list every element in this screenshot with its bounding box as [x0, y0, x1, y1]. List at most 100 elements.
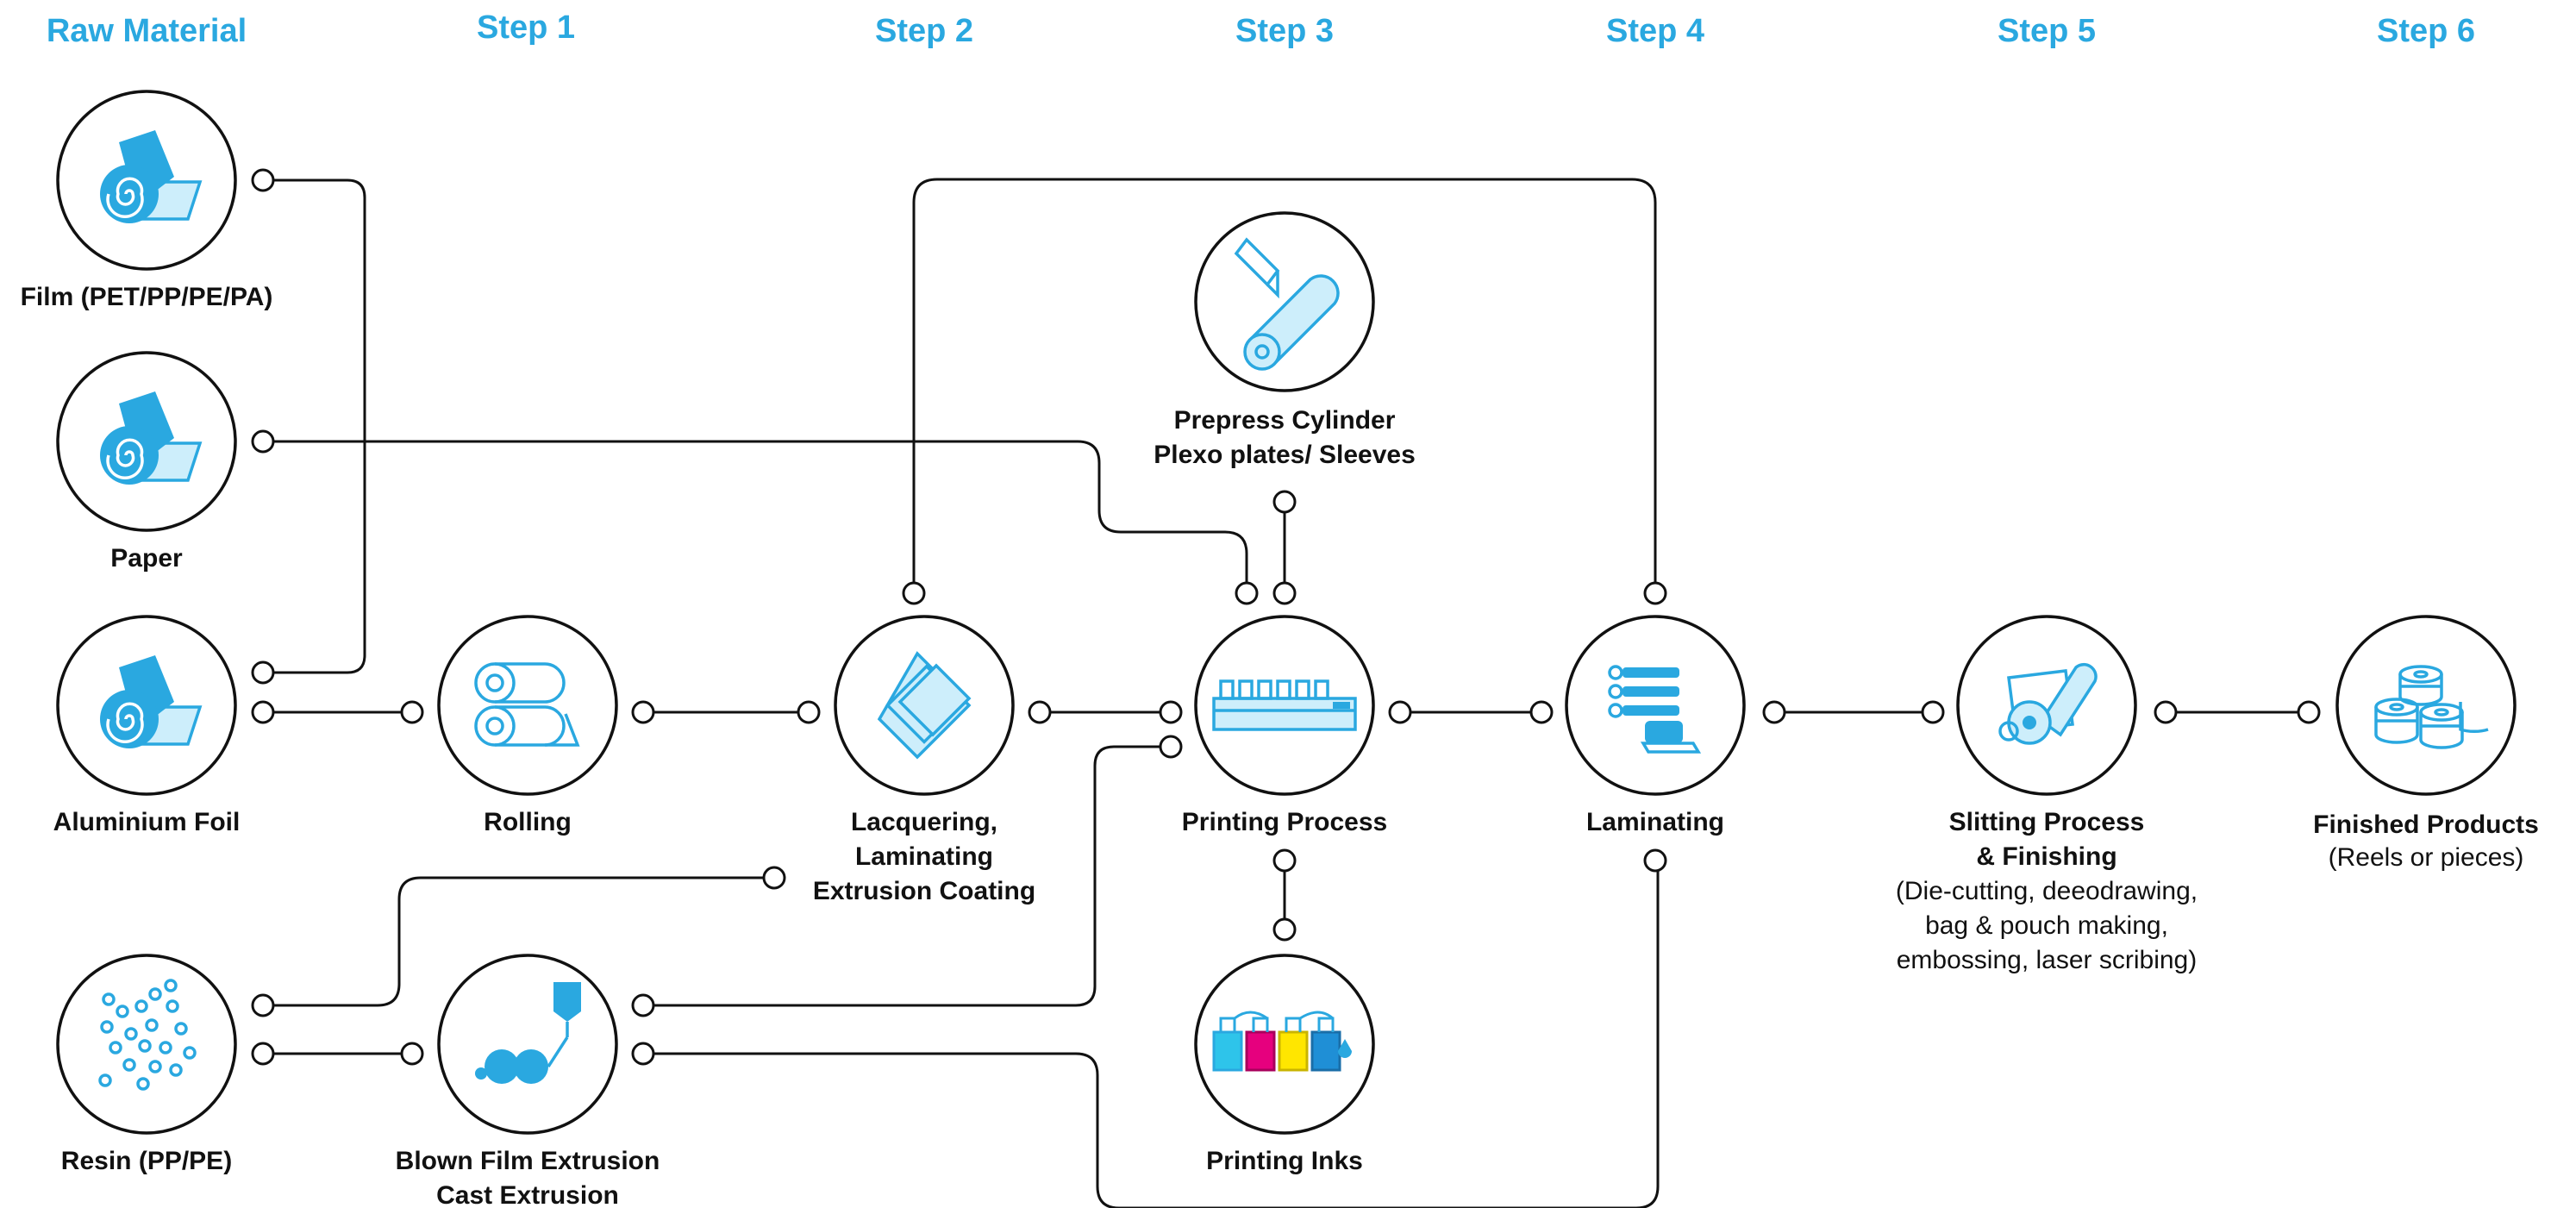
- port: [1529, 700, 1554, 724]
- ports: [251, 168, 2321, 1066]
- printing-press-icon: [1212, 679, 1357, 731]
- stacked-reels-icon: [2374, 665, 2489, 749]
- header-step-3: Step 3: [1235, 13, 1334, 49]
- port: [1272, 581, 1297, 605]
- node-label: Cast Extrusion: [436, 1181, 619, 1208]
- port: [400, 700, 424, 724]
- node-prepress: Prepress Cylinder Plexo plates/ Sleeves: [1154, 211, 1416, 469]
- node-ring: [1956, 615, 2137, 796]
- node-detail: (Reels or pieces): [2329, 843, 2524, 872]
- port: [1272, 917, 1297, 942]
- node-finished-products: Finished Products (Reels or pieces): [2313, 615, 2539, 872]
- port: [1159, 700, 1183, 724]
- node-slitting: Slitting Process & Finishing (Die-cuttin…: [1896, 615, 2198, 974]
- node-detail: embossing, laser scribing): [1897, 946, 2197, 974]
- port: [1235, 581, 1259, 605]
- port: [631, 993, 655, 1017]
- node-ring: [437, 615, 618, 796]
- node-label: Printing Inks: [1206, 1147, 1363, 1175]
- port: [1643, 848, 1667, 873]
- cylinder-pen-icon: [1234, 237, 1340, 371]
- node-label: Prepress Cylinder: [1174, 406, 1396, 435]
- node-label: Finished Products: [2313, 811, 2539, 839]
- node-ring: [1194, 211, 1375, 392]
- node-label: Film (PET/PP/PE/PA): [21, 283, 273, 311]
- node-ring: [437, 954, 618, 1135]
- node-label: Extrusion Coating: [813, 877, 1035, 905]
- node-label: Lacquering,: [851, 808, 997, 836]
- header-raw-material: Raw Material: [47, 13, 247, 49]
- port: [1272, 490, 1297, 514]
- node-detail: (Die-cutting, deeodrawing,: [1896, 877, 2198, 905]
- node-label: Blown Film Extrusion: [396, 1147, 660, 1175]
- port: [251, 700, 275, 724]
- connectors: [263, 178, 2309, 1208]
- connector-film-foil: [263, 178, 366, 674]
- node-label: Laminating: [855, 842, 993, 871]
- node-printing-process: Printing Process: [1182, 615, 1387, 836]
- node-resin: Resin (PP/PE): [56, 954, 237, 1175]
- node-film: Film (PET/PP/PE/PA): [21, 90, 273, 311]
- column-headers: Raw Material Step 1 Step 2 Step 3 Step 4…: [47, 9, 2475, 49]
- node-label: Printing Process: [1182, 808, 1387, 836]
- connector-blown-laminating: [643, 861, 1660, 1208]
- slitting-icon: [1998, 662, 2098, 745]
- port: [631, 1042, 655, 1066]
- connector-paper-printing: [263, 440, 1248, 593]
- node-label: Laminating: [1586, 808, 1724, 836]
- port: [762, 866, 786, 890]
- port: [251, 660, 275, 685]
- node-label: Resin (PP/PE): [61, 1147, 232, 1175]
- port: [2297, 700, 2321, 724]
- extrusion-icon: [475, 982, 581, 1084]
- port: [2154, 700, 2178, 724]
- resin-pellets-icon: [98, 979, 197, 1091]
- port: [400, 1042, 424, 1066]
- node-lacquering: Lacquering, Laminating Extrusion Coating: [813, 615, 1035, 905]
- port: [251, 168, 275, 192]
- node-label: & Finishing: [1976, 842, 2116, 871]
- film-roll-icon: [100, 130, 203, 223]
- node-label: Rolling: [484, 808, 572, 836]
- node-label: Paper: [110, 544, 183, 573]
- port: [1921, 700, 1945, 724]
- header-step-1: Step 1: [477, 9, 575, 46]
- node-blown-film-extrusion: Blown Film Extrusion Cast Extrusion: [396, 954, 660, 1208]
- laminator-icon: [1608, 665, 1702, 754]
- ink-bottles-icon: [1212, 1011, 1352, 1072]
- port: [797, 700, 821, 724]
- node-label: Plexo plates/ Sleeves: [1154, 441, 1416, 469]
- node-ring: [56, 954, 237, 1135]
- node-printing-inks: Printing Inks: [1194, 954, 1375, 1175]
- connector-blown-printing: [643, 745, 1171, 1007]
- node-laminating: Laminating: [1565, 615, 1746, 836]
- port: [902, 581, 926, 605]
- port: [1272, 848, 1297, 873]
- rollers-icon: [474, 662, 580, 747]
- port: [1643, 581, 1667, 605]
- node-aluminium-foil: Aluminium Foil: [53, 615, 241, 836]
- paper-roll-icon: [100, 391, 203, 485]
- node-rolling: Rolling: [437, 615, 618, 836]
- port: [251, 993, 275, 1017]
- node-label: Slitting Process: [1949, 808, 2145, 836]
- foil-roll-icon: [100, 655, 203, 748]
- port: [251, 429, 275, 454]
- node-paper: Paper: [56, 351, 237, 573]
- header-step-2: Step 2: [875, 13, 973, 49]
- port: [251, 1042, 275, 1066]
- connector-lacquering-laminating-top: [912, 178, 1657, 593]
- port: [1159, 735, 1183, 759]
- layers-icon: [877, 651, 972, 760]
- header-step-5: Step 5: [1998, 13, 2096, 49]
- port: [1762, 700, 1786, 724]
- port: [1028, 700, 1052, 724]
- connector-resin-lacquering: [263, 876, 774, 1007]
- port: [631, 700, 655, 724]
- node-label: Aluminium Foil: [53, 808, 241, 836]
- port: [1388, 700, 1412, 724]
- node-detail: bag & pouch making,: [1925, 911, 2168, 940]
- header-step-4: Step 4: [1606, 13, 1704, 49]
- header-step-6: Step 6: [2377, 13, 2475, 49]
